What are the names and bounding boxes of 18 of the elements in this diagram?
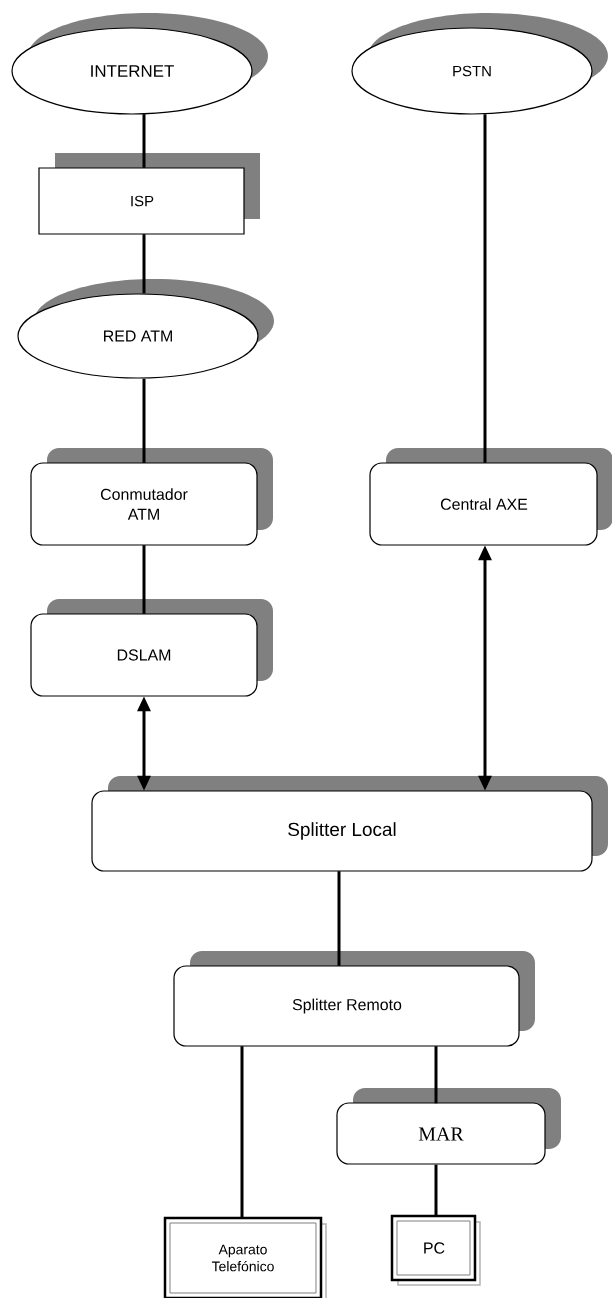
process-box: ISP [38, 153, 260, 235]
connector-line [142, 378, 146, 463]
terminal-box: Aparato Telefónico [163, 1216, 327, 1298]
connector-line [337, 871, 341, 966]
device-box: Conmutador ATM [30, 448, 273, 546]
device-box: MAR [336, 1088, 561, 1165]
connector-line [142, 545, 146, 614]
terminal-box: PC [390, 1214, 481, 1286]
splitter-box: Splitter Remoto [173, 951, 535, 1047]
connector-line [434, 1164, 438, 1216]
connector-line [483, 114, 487, 463]
splitter-box: Splitter Local [91, 776, 608, 872]
connector-line [240, 1046, 244, 1218]
device-box: DSLAM [30, 599, 273, 697]
connector-line [142, 114, 146, 168]
device-box: Central AXE [369, 448, 612, 546]
connector-line [142, 234, 146, 294]
connector-line [434, 1046, 438, 1104]
